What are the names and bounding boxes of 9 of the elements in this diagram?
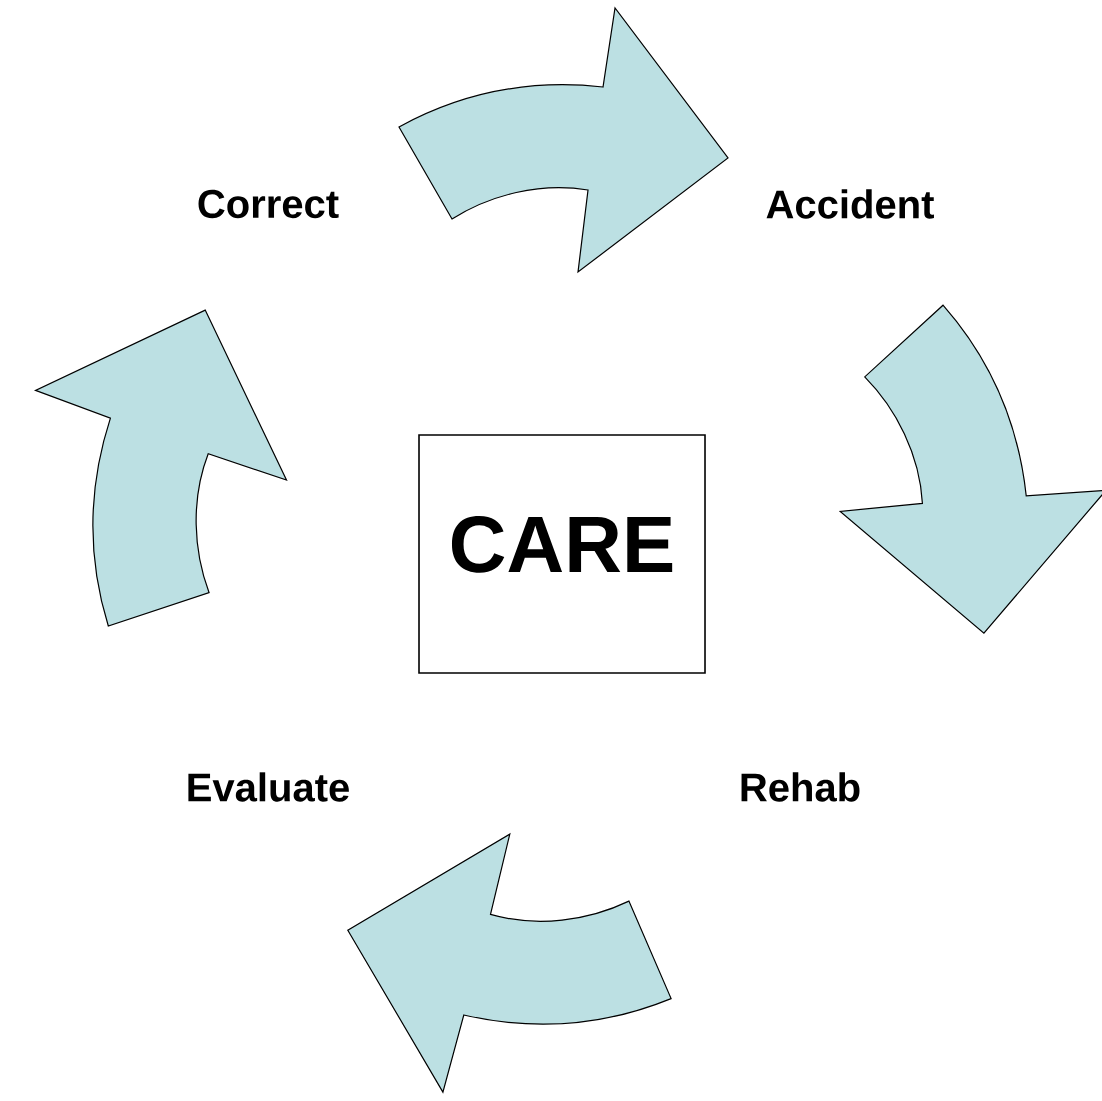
- curved-arrow: [347, 833, 672, 1093]
- step-label: Accident: [766, 189, 934, 219]
- step-label: Correct: [198, 189, 339, 219]
- step-label: Evaluate: [188, 772, 349, 802]
- curved-arrow: [839, 304, 1102, 634]
- curved-arrow: [398, 7, 729, 273]
- step-label: Rehab: [741, 772, 860, 802]
- center-box: CARE: [418, 434, 706, 674]
- curved-arrow: [34, 309, 288, 627]
